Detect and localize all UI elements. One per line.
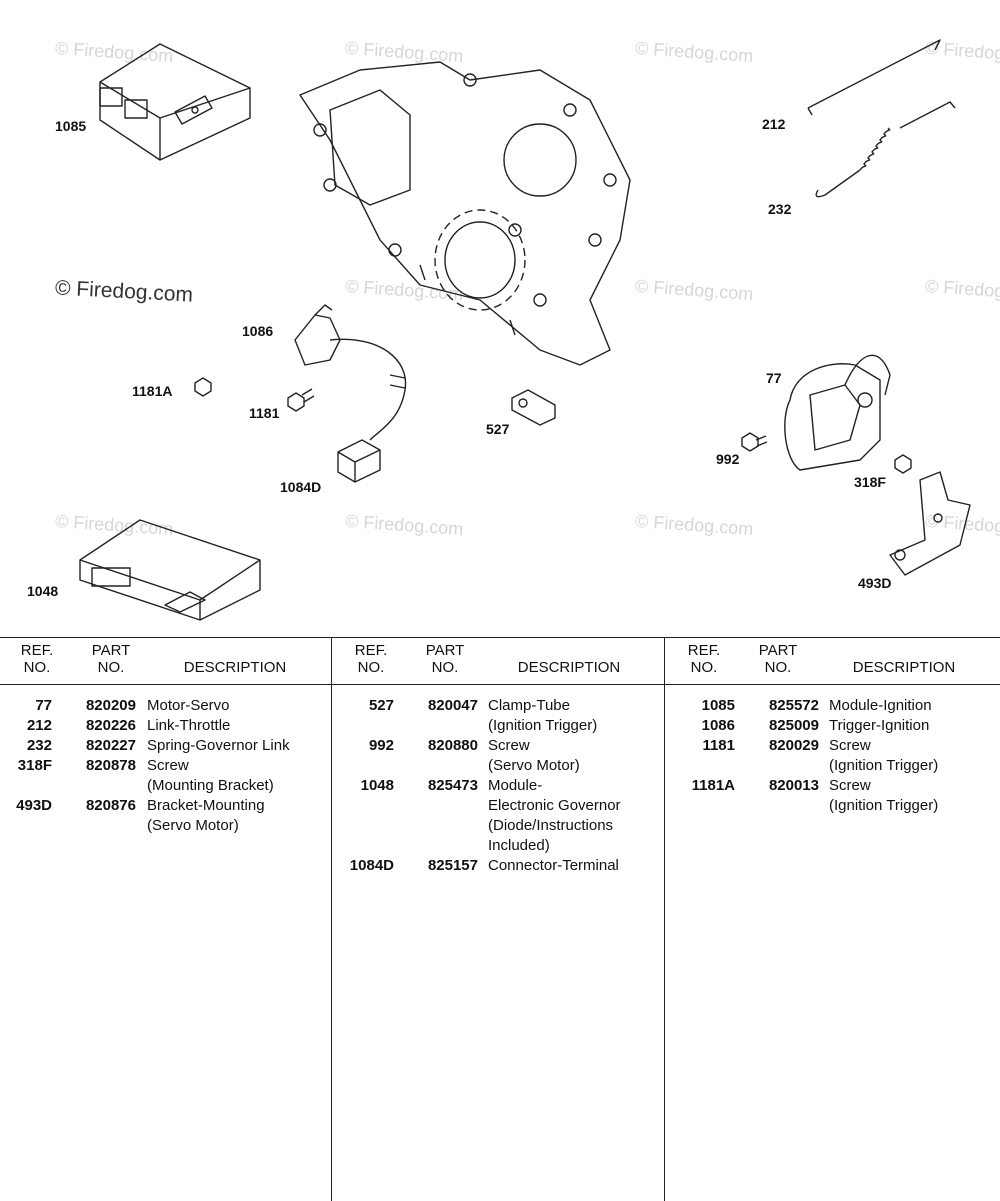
callout-318F: 318F	[854, 474, 886, 490]
table-row: 232 820227 Spring-Governor Link	[0, 736, 331, 756]
ref-number: 1181	[702, 737, 735, 754]
table-row: 493D 820876 Bracket-Mounting (Servo Motor)	[0, 796, 331, 836]
callout-1085: 1085	[55, 118, 87, 134]
table-row: 1181 820029 Screw (Ignition Trigger)	[665, 736, 1000, 776]
part-number: 825009	[768, 717, 819, 734]
mounting-bracket-493D-part	[889, 471, 971, 576]
parts-diagram: © Firedog.com © Firedog.com © Firedog.co…	[27, 38, 1000, 621]
table-header: REF. NO. PART NO. DESCRIPTION	[665, 638, 1000, 685]
ref-number: 1085	[701, 697, 735, 714]
screw-1181-part	[287, 388, 315, 412]
table-header: REF. NO. PART NO. DESCRIPTION	[332, 638, 665, 685]
part-description: Screw (Servo Motor)	[488, 737, 580, 774]
parts-column-1: REF. NO. PART NO. DESCRIPTION 77 820209 Mo…	[0, 638, 331, 1201]
callout-212: 212	[762, 116, 786, 132]
parts-drawing	[79, 39, 971, 621]
part-description: Link-Throttle	[147, 717, 231, 734]
callout-1084D: 1084D	[280, 479, 322, 495]
ref-number: 212	[26, 717, 52, 734]
part-description: Trigger-Ignition	[829, 717, 930, 734]
ref-number: 318F	[17, 757, 52, 774]
ref-number: 232	[26, 737, 52, 754]
header-ref-no: REF. NO.	[20, 642, 54, 676]
callout-232: 232	[768, 201, 792, 217]
ref-number: 493D	[16, 797, 52, 814]
table-header: REF. NO. PART NO. DESCRIPTION	[0, 638, 331, 685]
ignition-trigger-1086-part	[294, 304, 407, 441]
engine-cover-part	[299, 61, 631, 366]
part-description: Motor-Servo	[147, 697, 230, 714]
header-ref-no: REF. NO.	[354, 642, 388, 676]
part-number: 820878	[85, 757, 136, 774]
part-number: 820013	[768, 777, 819, 794]
part-description: Screw (Ignition Trigger)	[829, 737, 939, 774]
ignition-module-1085-part	[99, 43, 251, 161]
part-number: 820029	[768, 737, 819, 754]
ref-number: 992	[368, 737, 394, 754]
part-description: Spring-Governor Link	[147, 737, 290, 754]
screw-1181A-part	[194, 377, 212, 397]
part-number: 825473	[427, 777, 478, 794]
header-description: DESCRIPTION	[517, 659, 621, 676]
connector-terminal-1084D-part	[337, 439, 381, 483]
header-ref-no: REF. NO.	[687, 642, 721, 676]
table-row: 77 820209 Motor-Servo	[0, 696, 331, 716]
callout-1086: 1086	[242, 323, 274, 339]
callout-1181: 1181	[249, 405, 280, 421]
ref-number: 527	[368, 697, 394, 714]
part-description: Module- Electronic Governor (Diode/Instr…	[488, 777, 621, 854]
table-row: 527 820047 Clamp-Tube (Ignition Trigger)	[332, 696, 665, 736]
part-description: Clamp-Tube (Ignition Trigger)	[488, 697, 598, 734]
part-description: Screw (Mounting Bracket)	[147, 757, 274, 794]
part-description: Bracket-Mounting (Servo Motor)	[147, 797, 265, 834]
ref-number: 77	[35, 697, 52, 714]
callout-77: 77	[766, 370, 782, 386]
callout-992: 992	[716, 451, 740, 467]
header-part-no: PART NO.	[425, 642, 465, 676]
table-row: 1085 825572 Module-Ignition	[665, 696, 1000, 716]
table-row: 1084D 825157 Connector-Terminal	[332, 856, 665, 876]
ref-number: 1086	[701, 717, 735, 734]
callout-527: 527	[486, 421, 510, 437]
clamp-tube-527-part	[511, 389, 556, 426]
header-part-no: PART NO.	[91, 642, 131, 676]
callout-1181A: 1181A	[132, 383, 173, 399]
table-row: 212 820226 Link-Throttle	[0, 716, 331, 736]
part-number: 820209	[85, 697, 136, 714]
electronic-governor-1048-part	[79, 519, 261, 621]
table-row: 992 820880 Screw (Servo Motor)	[332, 736, 665, 776]
part-number: 820876	[85, 797, 136, 814]
part-number: 820880	[427, 737, 478, 754]
screw-992-part	[741, 432, 768, 452]
part-description: Connector-Terminal	[488, 857, 619, 874]
header-description: DESCRIPTION	[183, 659, 287, 676]
table-row: 1181A 820013 Screw (Ignition Trigger)	[665, 776, 1000, 816]
table-row: 318F 820878 Screw (Mounting Bracket)	[0, 756, 331, 796]
part-number: 820227	[85, 737, 136, 754]
part-number: 825572	[768, 697, 819, 714]
ref-number: 1084D	[349, 857, 394, 874]
part-number: 820226	[85, 717, 136, 734]
header-part-no: PART NO.	[758, 642, 798, 676]
parts-column-3: REF. NO. PART NO. DESCRIPTION 1085 825572…	[664, 638, 1000, 1201]
ref-number: 1048	[360, 777, 394, 794]
servo-motor-77-part	[784, 354, 891, 471]
table-row: 1048 825473 Module- Electronic Governor (D…	[332, 776, 665, 856]
part-description: Module-Ignition	[829, 697, 932, 714]
screw-318F-part	[894, 454, 912, 474]
callout-493D: 493D	[858, 575, 892, 591]
header-description: DESCRIPTION	[852, 659, 956, 676]
governor-spring-232-part	[815, 101, 956, 198]
table-row: 1086 825009 Trigger-Ignition	[665, 716, 1000, 736]
callout-1048: 1048	[27, 583, 59, 599]
ref-number: 1181A	[691, 777, 735, 794]
throttle-link-212-part	[807, 39, 941, 116]
part-number: 825157	[427, 857, 478, 874]
part-description: Screw (Ignition Trigger)	[829, 777, 939, 814]
part-number: 820047	[427, 697, 478, 714]
